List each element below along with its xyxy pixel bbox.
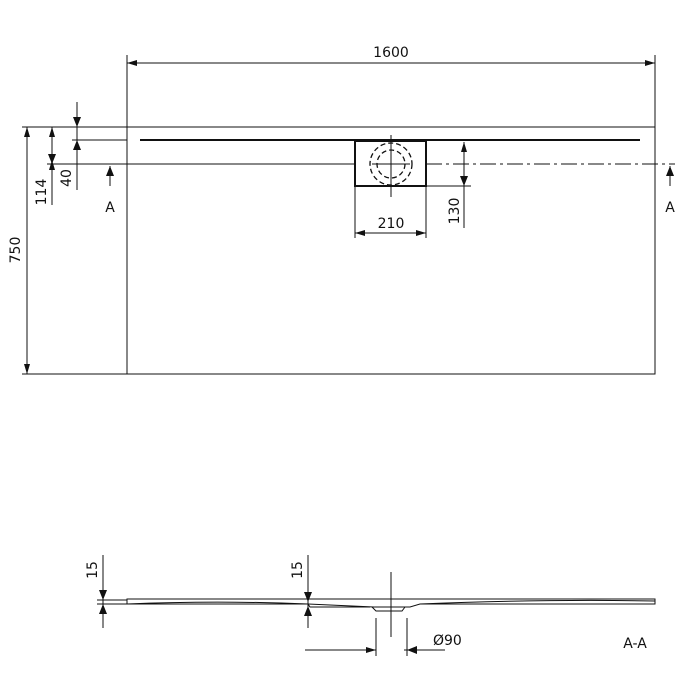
section-mark-right: A: [665, 200, 675, 216]
dim-offset-114: 114: [34, 179, 50, 206]
dim-thickness-left: 15: [85, 561, 101, 579]
section-mark-left: A: [105, 200, 115, 216]
dim-thickness-mid: 15: [290, 561, 306, 579]
dim-drain-diameter: Ø90: [433, 633, 462, 649]
tray-outline: [126, 126, 656, 375]
plan-view: 1600 750 114 40 A A 210: [8, 45, 675, 375]
dim-drain-width: 210: [378, 216, 405, 232]
dim-width: 1600: [373, 45, 409, 61]
section-view: 15 15 Ø90 A-A: [85, 555, 656, 656]
section-label: A-A: [623, 636, 647, 652]
dim-height: 750: [8, 237, 24, 264]
dim-offset-40: 40: [59, 169, 75, 187]
dim-drain-height: 130: [447, 198, 463, 225]
